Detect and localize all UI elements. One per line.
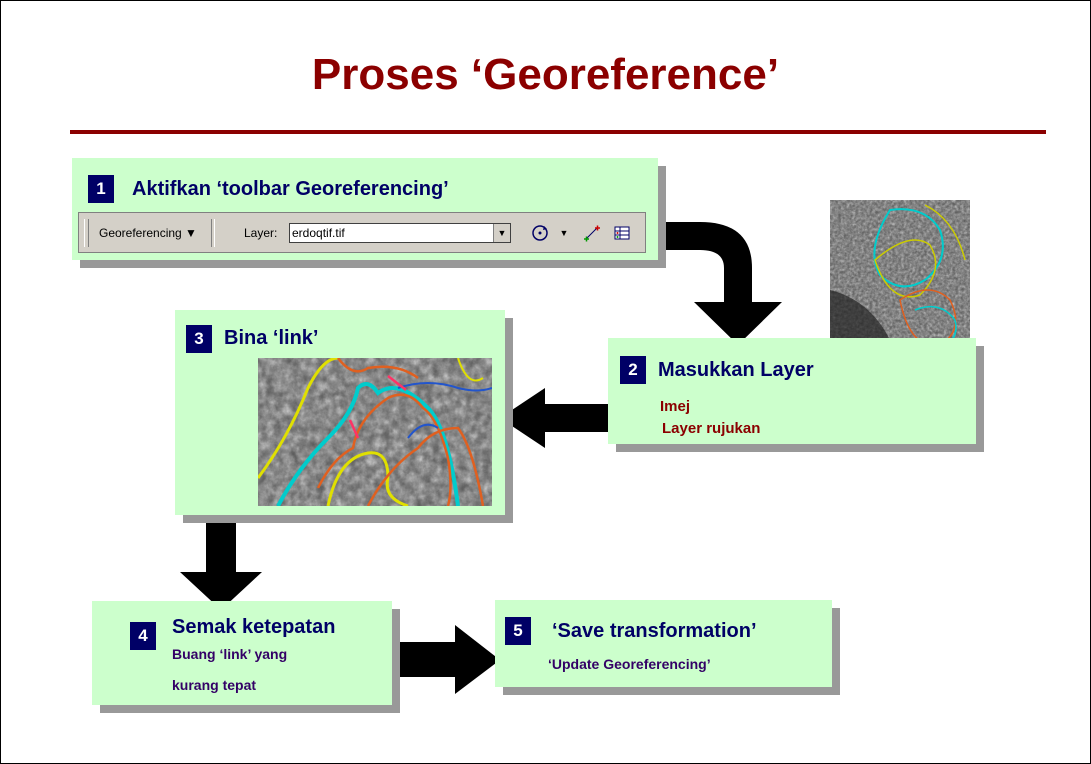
step-2-number: 2: [620, 356, 646, 384]
step-4-box: [92, 601, 392, 705]
step-2-item-reference-layer: Layer rujukan: [662, 420, 761, 437]
arrow-1-to-2: [660, 222, 782, 345]
step-4-heading: Semak ketepatan: [172, 616, 336, 638]
satellite-image: [830, 200, 970, 352]
step-3-number: 3: [186, 325, 212, 353]
add-control-points-icon[interactable]: [581, 222, 603, 244]
layer-select-value: erdoqtif.tif: [292, 226, 345, 240]
step-5-box: [495, 600, 832, 687]
dropdown-arrow-icon[interactable]: ▼: [559, 228, 569, 238]
step-5-number: 5: [505, 617, 531, 645]
page-title: Proses ‘Georeference’: [311, 50, 780, 99]
view-link-table-icon[interactable]: [611, 222, 633, 244]
arrow-2-to-3: [500, 388, 608, 448]
step-4-number: 4: [130, 622, 156, 650]
georeferencing-menu[interactable]: Georeferencing ▼: [99, 226, 197, 240]
georeferencing-toolbar: Georeferencing ▼ Layer: erdoqtif.tif ▼ ▼: [78, 212, 646, 253]
arrow-4-to-5: [392, 625, 500, 694]
link-map-image: [258, 358, 492, 506]
step-4-line-1: Buang ‘link’ yang: [172, 646, 288, 662]
step-1-number: 1: [88, 175, 114, 203]
title-divider: [70, 130, 1046, 134]
layer-select[interactable]: erdoqtif.tif ▼: [289, 223, 511, 243]
step-4-line-2: kurang tepat: [172, 677, 257, 693]
step-1-heading: Aktifkan ‘toolbar Georeferencing’: [132, 178, 449, 200]
step-3-heading: Bina ‘link’: [224, 327, 319, 349]
step-2-item-image: Imej: [660, 398, 691, 415]
step-5-heading: ‘Save transformation’: [552, 620, 757, 642]
layer-label: Layer:: [244, 226, 278, 240]
step-2-box: [608, 338, 976, 444]
arrow-3-to-4: [180, 512, 262, 610]
chevron-down-icon[interactable]: ▼: [493, 224, 510, 242]
toolbar-grip-handle[interactable]: [84, 219, 89, 247]
step-2-heading: Masukkan Layer: [658, 359, 814, 381]
step-5-subheading: ‘Update Georeferencing’: [548, 656, 711, 672]
toolbar-separator: [211, 219, 215, 247]
rotate-icon[interactable]: [529, 222, 551, 244]
